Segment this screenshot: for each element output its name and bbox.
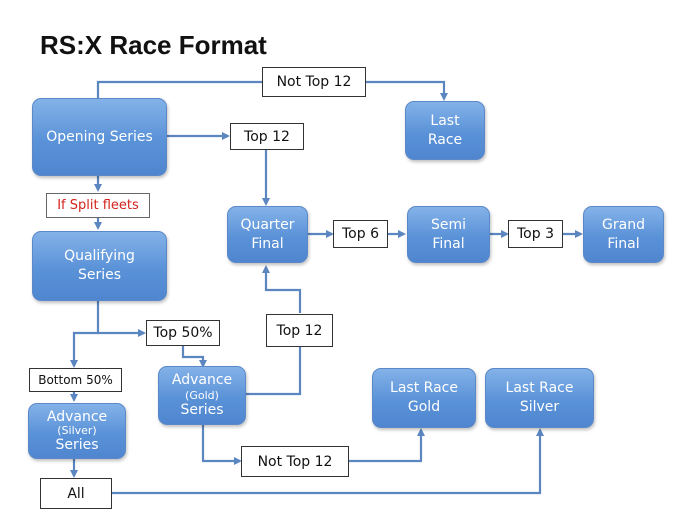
diagram-title: RS:X Race Format [40,30,267,60]
advance-silver-line3: Series [55,437,99,454]
top50-label: Top 50% [146,320,220,346]
arrow-all-to-last-silver [112,428,544,495]
top3-label: Top 3 [508,220,563,248]
advance-gold-line2: (Gold) [185,388,219,402]
arrow-opening-to-last-race [96,80,444,99]
grand-final-node: Grand Final [583,206,664,263]
last-race-gold-node: Last Race Gold [372,368,476,428]
advance-gold-series-node: Advance (Gold) Series [158,366,246,425]
arrow-gold-to-not-top12 [201,425,242,465]
advance-silver-series-node: Advance (Silver) Series [28,403,126,459]
last-race-line2: Race [427,131,463,148]
last-race-node: Last Race [405,101,485,160]
last-race-line1: Last [430,112,460,129]
last-race-gold-line2: Gold [407,399,441,415]
grand-final-line1: Grand [602,216,645,233]
quarter-final-line1: Quarter [240,216,295,233]
advance-silver-line1: Advance [46,408,108,425]
last-race-gold-line1: Last Race [390,380,458,397]
grand-final-line2: Final [607,235,640,252]
qualifying-series-line2: Series [77,267,122,283]
arrow-qualifying-to-bottom50 [70,331,98,368]
arrow-qualifying-to-top50 [96,301,146,337]
qualifying-series-line1: Qualifying [64,248,135,265]
if-split-fleets-label: If Split fleets [46,193,150,218]
not-top12-lower-label: Not Top 12 [241,446,349,477]
quarter-final-node: Quarter Final [227,206,308,263]
last-race-silver-line1: Last Race [505,380,574,397]
top12-lower-label: Top 12 [266,314,333,347]
advance-silver-line2: (Silver) [57,423,97,437]
advance-gold-line1: Advance [171,372,233,389]
top6-label: Top 6 [333,220,388,248]
semi-final-node: Semi Final [407,206,490,263]
all-label: All [40,478,112,509]
top12-upper-label: Top 12 [230,123,304,150]
not-top12-upper-label: Not Top 12 [262,67,366,97]
advance-gold-line3: Series [180,402,224,419]
arrow-gold-to-top12 [246,347,302,396]
arrow-top50-to-gold [181,346,207,368]
qualifying-series-node: Qualifying Series [32,231,167,301]
bottom50-label: Bottom 50% [29,368,122,392]
semi-final-line2: Final [432,235,465,252]
opening-series-label: Opening Series [46,128,153,145]
arrow-top12-to-quarter-lower [262,265,302,313]
last-race-silver-node: Last Race Silver [485,368,594,428]
last-race-silver-line2: Silver [519,399,560,415]
arrow-not-top12-to-last-gold [349,428,425,463]
opening-series-node: Opening Series [32,98,167,176]
semi-final-line1: Semi [430,216,467,233]
quarter-final-line2: Final [251,235,284,252]
